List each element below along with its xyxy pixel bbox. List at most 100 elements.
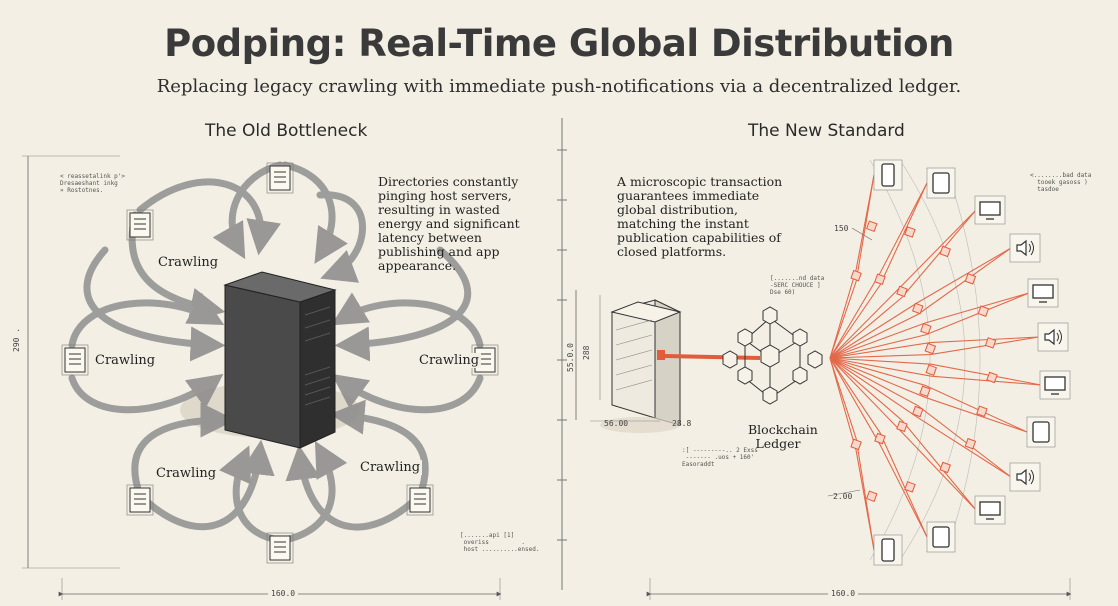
tiny-annotation: <........bad data tooek gasoss ) tasdoe — [1030, 172, 1092, 193]
distribution-beam — [829, 247, 1012, 359]
new-standard-heading: The New Standard — [748, 121, 905, 141]
relay-node — [850, 438, 862, 451]
distribution-beam — [829, 336, 1040, 359]
relay-node — [939, 461, 951, 474]
crawling-label: Crawling — [358, 460, 423, 475]
monitor-icon — [974, 195, 1006, 225]
relay-node — [896, 420, 908, 433]
podcast-host-server-icon — [610, 299, 682, 426]
tablet-icon — [926, 167, 956, 199]
relay-node — [850, 269, 862, 282]
speaker-icon — [1009, 462, 1041, 492]
relay-node — [939, 245, 951, 258]
old-bottleneck-heading: The Old Bottleneck — [205, 121, 368, 141]
relay-node — [964, 437, 977, 450]
distribution-beams — [829, 174, 1042, 551]
dim-label-200: 2.00 — [833, 492, 853, 501]
server-height-label: 55.0.0 — [566, 343, 575, 372]
distribution-beam — [829, 357, 1012, 478]
crawling-label: Crawling — [93, 353, 158, 368]
server-width-label: 56.00 — [604, 419, 629, 428]
tiny-annotation: [.......api [1] overiss . host .........… — [460, 532, 540, 553]
blockchain-ledger-label: Blockchain Ledger — [748, 422, 818, 451]
relay-node — [865, 490, 878, 503]
crawling-label: Crawling — [417, 353, 482, 368]
crawling-label: Crawling — [154, 466, 219, 481]
podping-beam — [664, 354, 761, 360]
server-depth-label: 28.8 — [672, 419, 692, 428]
relay-node — [976, 405, 988, 418]
directory-document-icon — [406, 484, 434, 516]
right-width-label: 160.0 — [828, 589, 859, 598]
relay-node — [911, 405, 924, 418]
relay-node — [964, 273, 977, 285]
relay-node — [986, 371, 998, 384]
left-width-label: 160.0 — [268, 589, 299, 598]
distribution-beam — [829, 292, 1030, 359]
crawling-label: Crawling — [156, 255, 221, 270]
legacy-server-icon — [223, 271, 337, 449]
relay-node — [904, 226, 916, 238]
tiny-annotation: [.......nd data -SERC CHOUCE ] Dse 60) — [770, 275, 825, 296]
distribution-beam — [829, 357, 928, 538]
distribution-beam — [829, 174, 875, 359]
monitor-icon — [974, 495, 1006, 525]
distribution-beam — [829, 357, 1042, 386]
tiny-annotation: < reassetalink p'> Dresaeshant inkg » Ro… — [60, 173, 126, 194]
distribution-beam — [829, 357, 977, 511]
relay-node — [874, 432, 886, 445]
left-height-label: 290 . — [12, 327, 21, 352]
tiny-annotation: :[ ---------.. 2 Exss ------- .uos + 160… — [682, 447, 758, 468]
blockchain-ledger-icon — [722, 306, 823, 405]
monitor-icon — [1039, 370, 1071, 400]
relay-node — [865, 220, 878, 233]
relay-nodes — [850, 220, 998, 503]
distribution-beam — [829, 357, 1028, 433]
distribution-beam — [829, 209, 977, 359]
crawl-arrows — [68, 161, 484, 544]
tablet-icon — [1026, 416, 1056, 448]
relay-node — [874, 273, 886, 286]
directory-document-icon — [126, 484, 154, 516]
distribution-beam — [829, 174, 875, 359]
monitor-icon — [1027, 278, 1059, 308]
distribution-beam — [829, 182, 928, 359]
page-title: Podping: Real-Time Global Distribution — [164, 22, 954, 65]
distribution-beam — [829, 182, 928, 359]
distribution-beam — [829, 357, 875, 551]
distribution-beam — [829, 292, 1030, 359]
directory-document-icon — [266, 162, 294, 194]
relay-node — [977, 305, 990, 317]
distribution-beam — [829, 357, 875, 551]
old-bottleneck-description: Directories constantly pinging host serv… — [378, 174, 520, 273]
relay-node — [896, 285, 908, 298]
relay-node — [984, 337, 997, 349]
relay-node — [924, 342, 937, 355]
distribution-beam — [829, 357, 1028, 433]
directory-document-icon — [61, 344, 89, 376]
dim-label-150: 150 — [834, 224, 849, 233]
speaker-icon — [1009, 233, 1041, 263]
distribution-beam — [829, 357, 928, 538]
directory-document-icon — [126, 209, 154, 241]
distribution-beam — [829, 357, 1012, 478]
tablet-icon — [926, 521, 956, 553]
relay-node — [919, 385, 931, 398]
relay-node — [904, 481, 916, 493]
distribution-beam — [829, 336, 1040, 359]
phone-icon — [873, 159, 903, 191]
relay-node — [925, 364, 938, 376]
distribution-beam — [829, 357, 1042, 386]
server-height-label-2: 288 — [582, 345, 591, 360]
distribution-beam — [829, 247, 1012, 359]
new-standard-description: A microscopic transaction guarantees imm… — [617, 174, 783, 259]
relay-node — [920, 322, 932, 335]
distribution-beam — [829, 209, 977, 359]
distribution-beam — [829, 357, 977, 511]
phone-icon — [873, 534, 903, 566]
relay-node — [911, 302, 924, 315]
speaker-icon — [1037, 322, 1069, 352]
page-subtitle: Replacing legacy crawling with immediate… — [156, 76, 962, 97]
directory-document-icon — [266, 532, 294, 564]
